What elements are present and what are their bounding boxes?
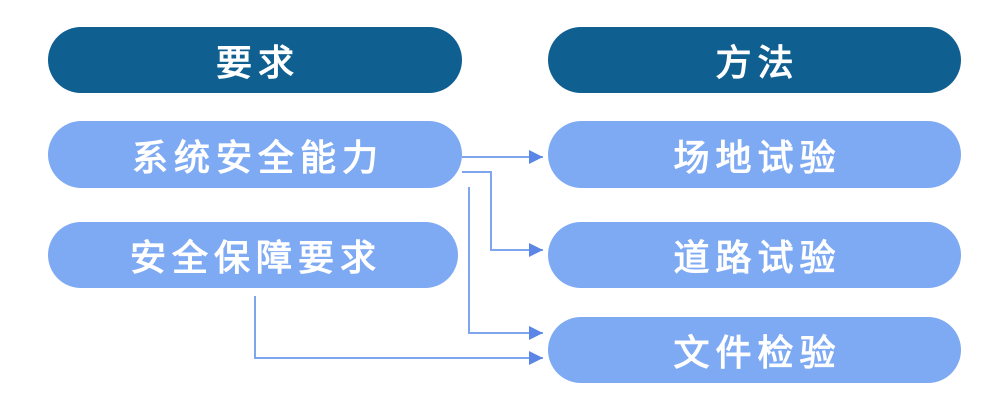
column-header-requirements: 要求 xyxy=(48,27,462,93)
node-system-safety-capability: 系统安全能力 xyxy=(48,121,462,188)
node-safety-assurance-requirements: 安全保障要求 xyxy=(48,222,458,288)
node-document-inspection: 文件检验 xyxy=(548,317,961,383)
node-site-test: 场地试验 xyxy=(548,121,961,188)
column-header-methods: 方法 xyxy=(548,27,961,93)
node-road-test: 道路试验 xyxy=(548,222,961,288)
